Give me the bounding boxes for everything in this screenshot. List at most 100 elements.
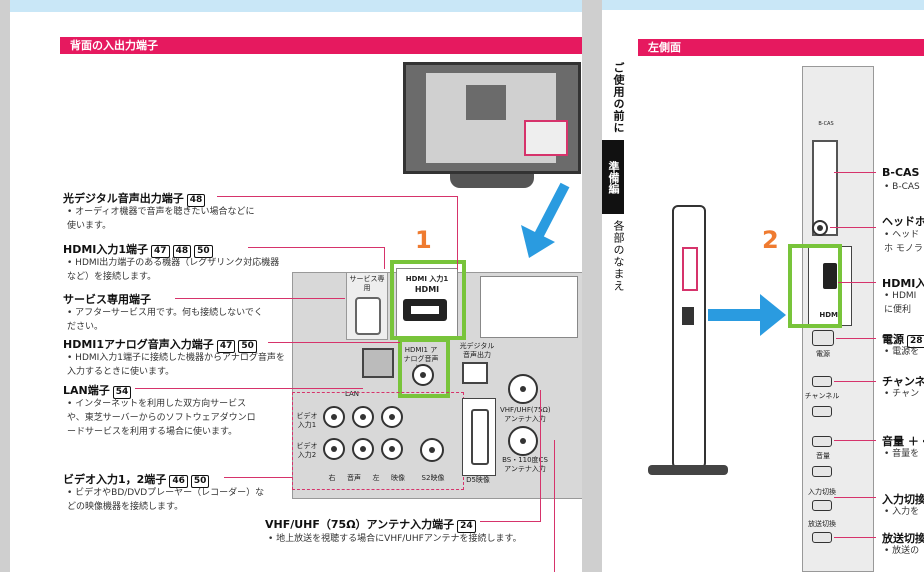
d5-label: D5映像 <box>466 476 490 484</box>
broadcast-select-label: 放送切換 <box>808 520 836 528</box>
desc-broadcast-select: • 放送の <box>884 546 920 556</box>
side-highlight <box>682 247 698 291</box>
desc-optical: • オーディオ機器で音声を聴きたい場合などに使います。 <box>67 207 255 231</box>
callout-number-2: 2 <box>762 226 779 254</box>
leader-line <box>175 298 345 299</box>
leader-line <box>554 440 555 572</box>
leader-line <box>248 247 384 248</box>
vhf-uhf-label: VHF/UHF(75Ω) アンテナ入力 <box>500 406 551 423</box>
hdmi-input1-port <box>403 299 447 321</box>
tv-stand <box>450 174 534 188</box>
leader-line <box>457 196 458 270</box>
video1-label: ビデオ 入力1 <box>296 412 318 429</box>
broadcast-select-button <box>812 532 832 543</box>
left-channel-label: 左 <box>372 474 380 482</box>
channel-label: チャンネル <box>804 392 840 400</box>
desc-volume: • 音量を <box>884 449 920 459</box>
top-strip <box>602 0 924 10</box>
input-select-label: 入力切換 <box>808 488 836 496</box>
d5-port-frame <box>462 398 496 476</box>
term-bcas: B-CAS <box>882 166 920 179</box>
audio-label: 音声 <box>347 474 361 482</box>
s2-video-label: S2映像 <box>421 474 445 482</box>
d5-port <box>471 409 489 465</box>
video1-audio-right-jack <box>323 406 345 428</box>
tv-side-illustration <box>672 205 706 469</box>
desc-channel: • チャン <box>884 389 920 399</box>
hdmi2-port <box>823 263 837 289</box>
term-input-select: 入力切換 <box>882 493 924 506</box>
callout-number-1: 1 <box>415 226 432 254</box>
term-broadcast-select: 放送切換 <box>882 532 924 545</box>
power-label: 電源 <box>816 350 830 358</box>
hdmi-input1-label: HDMI 入力1 <box>405 275 449 283</box>
power-button <box>812 330 834 346</box>
channel-up-button <box>812 376 832 387</box>
hdmi-input1-port-frame: HDMI 入力1 HDMI <box>396 268 458 340</box>
lan-port <box>362 348 394 378</box>
bs-cs-label: BS・110度CS アンテナ入力 <box>502 456 548 473</box>
service-port-frame: サービス専用 <box>346 272 388 340</box>
leader-line <box>838 282 876 283</box>
vertical-heading-part-names: 各部のなまえ <box>612 220 625 292</box>
video1-video-jack <box>381 406 403 428</box>
leader-line <box>834 440 876 441</box>
video-label: 映像 <box>391 474 405 482</box>
service-port <box>355 297 381 335</box>
section-title-left-side: 左側面 <box>638 39 924 56</box>
hdmi-analog-jack <box>412 364 434 386</box>
arrow-right-icon <box>708 294 786 336</box>
volume-up-button <box>812 436 832 447</box>
tv-side-stand <box>648 465 728 475</box>
desc-hdmi-analog: • HDMI入力1端子に接続した機器からアナログ音声を入力するときに使います。 <box>67 353 285 377</box>
term-volume: 音量 ＋・ <box>882 435 924 448</box>
leader-line <box>836 338 876 339</box>
leader-line <box>217 196 457 197</box>
leader-line <box>834 381 876 382</box>
vertical-heading-before-use: ご使用の前に <box>612 62 625 134</box>
video2-audio-left-jack <box>352 438 374 460</box>
leader-line <box>830 227 876 228</box>
desc-service: • アフターサービス用です。何も接続しないでください。 <box>67 308 263 332</box>
channel-down-button <box>812 406 832 417</box>
desc-bcas: • B-CAS <box>884 182 920 192</box>
highlight-hdmi-input2 <box>788 244 842 328</box>
video1-audio-left-jack <box>352 406 374 428</box>
leader-line <box>135 388 363 389</box>
volume-down-button <box>812 466 832 477</box>
leader-line <box>480 521 540 522</box>
term-headphone: ヘッドホ <box>882 215 924 228</box>
leader-line <box>540 390 541 522</box>
side-tab-preparation: 準備編 <box>602 140 624 214</box>
leader-line <box>268 342 400 343</box>
leader-line <box>834 497 876 498</box>
leader-line <box>834 537 876 538</box>
desc-video-input: • ビデオやBD/DVDプレーヤー（レコーダー）などの映像機器を接続します。 <box>67 488 265 512</box>
bs-cs-antenna-jack <box>508 426 538 456</box>
desc-headphone: • ヘッドホ モノラ <box>884 230 923 254</box>
hdmi-logo: HDMI <box>414 285 440 294</box>
leader-line <box>384 247 385 269</box>
desc-vhf-uhf: • 地上放送を視聴する場合にVHF/UHFアンテナを接続します。 <box>268 534 522 544</box>
side-hdmi <box>682 307 694 325</box>
section-title-rear: 背面の入出力端子 <box>60 37 582 54</box>
leader-line <box>834 172 876 173</box>
headphone-jack <box>812 220 828 236</box>
right-channel-label: 右 <box>328 474 336 482</box>
video2-video-jack <box>381 438 403 460</box>
lan-label: LAN <box>344 390 360 398</box>
term-channel: チャンネ <box>882 375 924 388</box>
tv-rear-illustration <box>403 62 581 174</box>
input-select-button <box>812 500 832 511</box>
service-port-label: サービス専用 <box>349 275 385 292</box>
hdmi2-port-frame: HDMI <box>808 246 852 326</box>
volume-label: 音量 <box>816 452 830 460</box>
arrow-down-icon <box>521 182 570 258</box>
